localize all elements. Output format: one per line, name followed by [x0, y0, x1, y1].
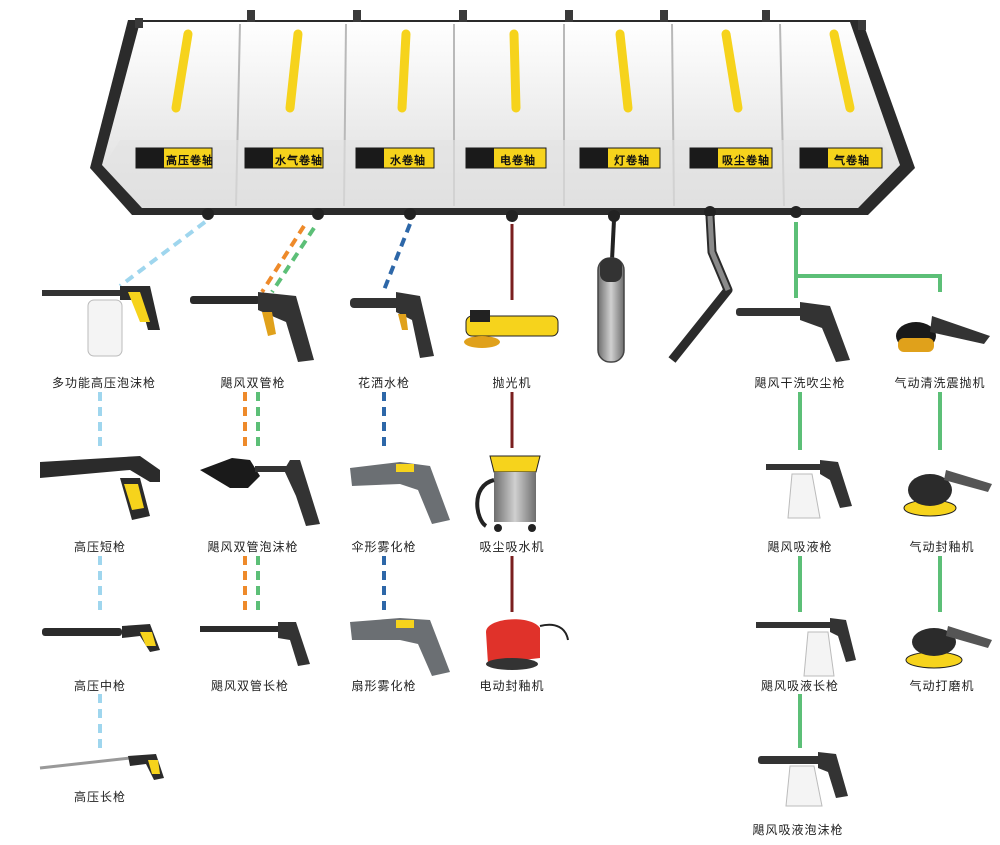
reel-housing — [90, 10, 915, 222]
polisher-icon — [464, 310, 559, 348]
air-sander-icon — [905, 626, 992, 669]
label-vacuum: 吸尘吸水机 — [479, 540, 545, 554]
module-label-water-air: 水气卷轴 — [275, 154, 323, 167]
label-shower-gun: 花洒水枪 — [357, 376, 411, 390]
label-long-gun: 高压长枪 — [73, 790, 127, 804]
umbrella-mist-gun-icon — [350, 462, 450, 524]
module-label-vacuum: 吸尘卷轴 — [722, 154, 770, 167]
vacuum-icon — [475, 455, 541, 532]
label-foam-gun: 多功能高压泡沫枪 — [51, 376, 157, 390]
suction-gun-icon — [766, 460, 852, 519]
module-label-lamp: 灯卷轴 — [614, 154, 650, 167]
label-umbrella-mist-gun: 伞形雾化枪 — [351, 540, 417, 554]
link-foam-gun — [118, 220, 207, 288]
long-gun-icon — [39, 754, 164, 780]
label-electric-sander: 电动封釉机 — [479, 679, 545, 693]
module-label-water: 水卷轴 — [390, 154, 426, 167]
short-gun-icon — [40, 456, 160, 520]
label-suction-long-gun: 飓风吸液长枪 — [760, 679, 840, 693]
label-mid-gun: 高压中枪 — [73, 679, 127, 693]
dry-blow-gun-icon — [736, 302, 850, 362]
connector-lines — [98, 220, 942, 752]
suction-foam-gun-icon — [758, 752, 848, 807]
label-air-sander: 气动打磨机 — [909, 679, 975, 693]
foam-gun-icon — [42, 286, 160, 357]
module-label-electric: 电卷轴 — [500, 154, 536, 167]
fan-mist-gun-icon — [350, 618, 450, 676]
mid-gun-icon — [42, 624, 160, 652]
module-label-air: 气卷轴 — [834, 154, 870, 167]
double-long-gun-icon — [200, 622, 310, 666]
label-suction-foam-gun: 飓风吸液泡沫枪 — [752, 823, 844, 837]
label-double-long-gun: 飓风双管长枪 — [210, 679, 290, 693]
label-polisher: 抛光机 — [492, 376, 532, 390]
label-dry-blow-gun: 飓风干洗吹尘枪 — [754, 376, 846, 390]
label-double-foam-gun: 飓风双管泡沫枪 — [207, 540, 299, 554]
label-air-vibrate-polisher: 气动清洗震抛机 — [894, 376, 986, 390]
double-gun-icon — [190, 292, 314, 362]
label-suction-gun: 飓风吸液枪 — [767, 540, 833, 554]
air-glaze-machine-icon — [903, 470, 992, 517]
label-air-glaze-machine: 气动封釉机 — [909, 540, 975, 554]
shower-gun-icon — [350, 292, 434, 358]
double-foam-gun-icon — [200, 458, 320, 526]
vacuum-hose-tool — [668, 215, 733, 363]
label-fan-mist-gun: 扇形雾化枪 — [351, 679, 417, 693]
label-short-gun: 高压短枪 — [73, 540, 127, 554]
suction-long-gun-icon — [756, 618, 856, 677]
lamp-reel-tool — [597, 219, 625, 363]
module-label-high-pressure: 高压卷轴 — [166, 154, 214, 167]
electric-sander-icon — [486, 619, 569, 670]
air-vibrate-polisher-icon — [896, 316, 990, 352]
label-double-gun: 飓风双管枪 — [220, 376, 286, 390]
